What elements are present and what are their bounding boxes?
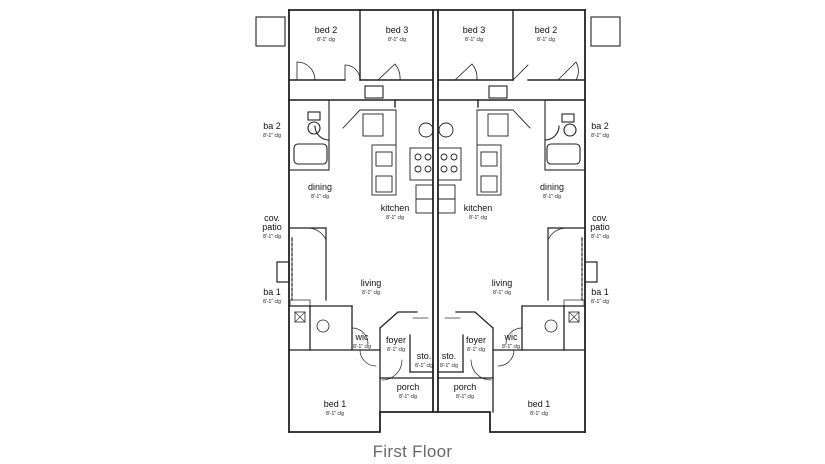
ceiling-height: 8'-1" clg xyxy=(440,363,458,369)
ceiling-height: 8'-1" clg xyxy=(362,290,380,296)
ceiling-height: 8'-1" clg xyxy=(543,194,561,200)
room-label-ba1-left: ba 1 xyxy=(263,287,281,297)
ceiling-height: 8'-1" clg xyxy=(465,37,483,43)
bath2-right xyxy=(544,99,586,171)
room-label-ba2-left: ba 2 xyxy=(263,121,281,131)
lower-left-rooms xyxy=(288,299,381,413)
ceiling-height: 8'-1" clg xyxy=(317,37,335,43)
room-label-bed1-right: bed 1 xyxy=(528,399,551,409)
room-label-bed2-right: bed 2 xyxy=(535,25,558,35)
ceiling-height: 8'-1" clg xyxy=(469,215,487,221)
room-label-porch-right: porch xyxy=(454,382,477,392)
ceiling-height: 8'-1" clg xyxy=(493,290,511,296)
room-label-bed1-left: bed 1 xyxy=(324,399,347,409)
room-label-wic-right: wic xyxy=(504,332,518,342)
ceiling-height: 8'-1" clg xyxy=(591,234,609,240)
exterior-walls xyxy=(288,9,586,433)
ceiling-height: 8'-1" clg xyxy=(502,344,520,350)
room-label-sto-left: sto. xyxy=(417,351,432,361)
room-label-dining-right: dining xyxy=(540,182,564,192)
outdoor-unit-left xyxy=(255,16,286,47)
left-unit-labels: bed 2 8'-1" clg bed 3 8'-1" clg ba 2 8'-… xyxy=(262,25,433,417)
room-label-bed2-left: bed 2 xyxy=(315,25,338,35)
upper-doors xyxy=(296,61,579,81)
ceiling-height: 8'-1" clg xyxy=(263,133,281,139)
room-label-covpatio-right-2: patio xyxy=(590,222,610,232)
closet-left xyxy=(364,85,384,99)
ceiling-height: 8'-1" clg xyxy=(326,411,344,417)
outdoor-unit-right xyxy=(590,16,621,47)
kitchen-right xyxy=(437,109,531,214)
room-label-living-right: living xyxy=(492,278,513,288)
room-label-wic-left: wic xyxy=(355,332,369,342)
ceiling-height: 8'-1" clg xyxy=(591,133,609,139)
room-label-sto-right: sto. xyxy=(442,351,457,361)
ceiling-height: 8'-1" clg xyxy=(353,344,371,350)
ceiling-height: 8'-1" clg xyxy=(386,215,404,221)
lower-right-rooms xyxy=(492,299,586,413)
ceiling-height: 8'-1" clg xyxy=(591,299,609,305)
room-label-ba2-right: ba 2 xyxy=(591,121,609,131)
room-label-ba1-right: ba 1 xyxy=(591,287,609,297)
room-label-bed3-right: bed 3 xyxy=(463,25,486,35)
room-label-porch-left: porch xyxy=(397,382,420,392)
ceiling-height: 8'-1" clg xyxy=(263,234,281,240)
ceiling-height: 8'-1" clg xyxy=(467,347,485,353)
closet-right xyxy=(488,85,508,99)
ceiling-height: 8'-1" clg xyxy=(388,37,406,43)
ceiling-height: 8'-1" clg xyxy=(537,37,555,43)
ceiling-height: 8'-1" clg xyxy=(415,363,433,369)
room-label-living-left: living xyxy=(361,278,382,288)
ceiling-height: 8'-1" clg xyxy=(530,411,548,417)
room-label-foyer-left: foyer xyxy=(386,335,406,345)
room-label-kitchen-left: kitchen xyxy=(381,203,410,213)
room-label-covpatio-right: cov. xyxy=(592,213,608,223)
room-label-kitchen-right: kitchen xyxy=(464,203,493,213)
ceiling-height: 8'-1" clg xyxy=(456,394,474,400)
kitchen-left xyxy=(342,109,434,214)
room-label-foyer-right: foyer xyxy=(466,335,486,345)
room-label-dining-left: dining xyxy=(308,182,332,192)
right-unit-labels: bed 3 8'-1" clg bed 2 8'-1" clg ba 2 8'-… xyxy=(440,25,610,417)
entry-walls xyxy=(379,311,494,381)
ceiling-height: 8'-1" clg xyxy=(399,394,417,400)
ceiling-height: 8'-1" clg xyxy=(387,347,405,353)
bath2-left xyxy=(288,99,330,171)
patio-walls xyxy=(276,227,598,301)
floor-plan-drawing: bed 2 8'-1" clg bed 3 8'-1" clg ba 2 8'-… xyxy=(255,9,621,433)
ceiling-height: 8'-1" clg xyxy=(263,299,281,305)
ceiling-height: 8'-1" clg xyxy=(311,194,329,200)
room-label-bed3-left: bed 3 xyxy=(386,25,409,35)
floor-caption: First Floor xyxy=(372,442,453,461)
room-label-covpatio-left-2: patio xyxy=(262,222,282,232)
room-label-covpatio-left: cov. xyxy=(264,213,280,223)
